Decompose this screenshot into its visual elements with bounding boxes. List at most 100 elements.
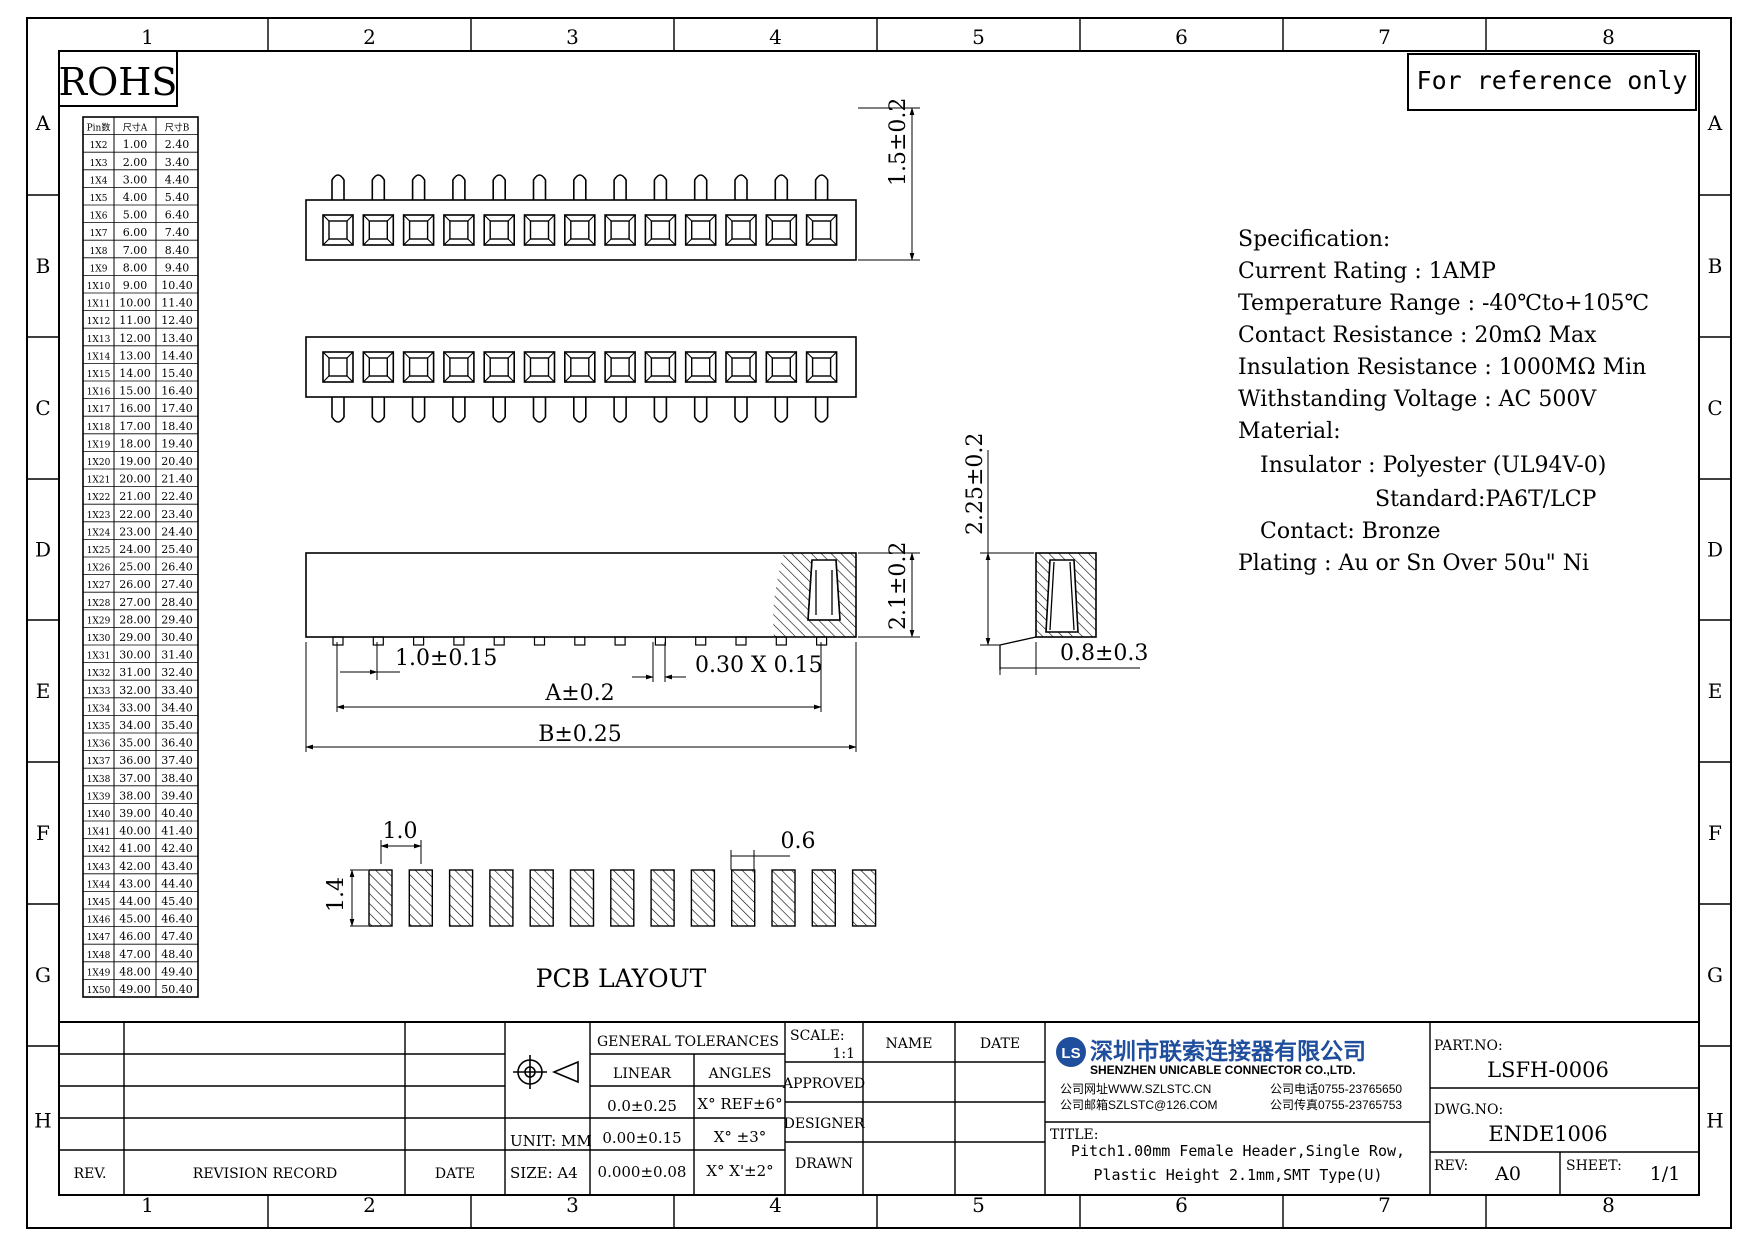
pin [814, 397, 829, 423]
column-label-2-top: 2 [363, 25, 376, 49]
pin [452, 174, 466, 200]
size-table-cell: 12.00 [119, 332, 151, 345]
size-table-cell: 19.00 [119, 455, 151, 468]
size-table-cell: 10.00 [119, 297, 151, 310]
pin [331, 397, 345, 423]
row-label-G-right: G [1707, 963, 1723, 987]
dim-body-height: 2.1±0.2 [886, 542, 911, 630]
contact-cell [563, 214, 596, 246]
sheet-value: 1/1 [1650, 1163, 1681, 1185]
size-table-cell: 50.40 [161, 983, 193, 996]
contact-cell [725, 351, 757, 383]
pin-tab [332, 636, 344, 646]
row-label-D-right: D [1707, 538, 1723, 562]
pin-tab [614, 636, 626, 646]
size-table-cell: 39.00 [119, 807, 151, 820]
size-table-cell: 38.00 [119, 789, 151, 802]
spec-material-heading: Material: [1238, 419, 1341, 444]
title-label: TITLE: [1050, 1127, 1098, 1143]
size-table-cell: 23.00 [119, 525, 151, 538]
pin [734, 174, 748, 200]
size-table-cell: 2.40 [165, 138, 190, 151]
row-label-G-left: G [35, 963, 51, 987]
svg-text:LS: LS [1061, 1045, 1080, 1062]
pin [371, 397, 386, 423]
size-table-cell: 45.00 [119, 913, 151, 926]
size-table-cell: 1X10 [87, 282, 111, 292]
scale-label: SCALE: [790, 1028, 845, 1044]
size-table-cell: 48.00 [119, 965, 151, 978]
column-label-6-bottom: 6 [1175, 1193, 1188, 1217]
size-table-cell: 18.00 [119, 437, 151, 450]
size-table-cell: 1X44 [87, 880, 111, 890]
size-table-cell: 1X13 [87, 335, 111, 345]
contact-cell-inner [328, 357, 348, 377]
size-table-cell: 43.40 [161, 860, 193, 873]
sheet-frame [26, 17, 1732, 1229]
size-table-cell: 6.00 [123, 226, 148, 239]
linear-tolerance-1: 0.0±0.25 [607, 1097, 677, 1115]
size-table-cell: 20.00 [119, 473, 151, 486]
dim-pitch: 1.0±0.15 [395, 646, 497, 671]
contact-cell [362, 351, 395, 383]
size-table-cell: 13.40 [161, 332, 193, 345]
size-table-cell: 25.40 [161, 543, 193, 556]
pin [653, 397, 668, 423]
spec-heading: Specification: [1238, 227, 1390, 252]
contact-cell [765, 351, 798, 383]
size-table-cell: 1X46 [87, 916, 111, 926]
pin [653, 174, 668, 200]
size-table-cell: 20.40 [161, 455, 193, 468]
size-table-cell: 1X21 [87, 476, 111, 486]
contact-cell [402, 214, 435, 246]
pin [573, 397, 587, 423]
pcb-layout [349, 840, 877, 927]
size-table-cell: 1X38 [87, 775, 111, 785]
linear-tolerance-3: 0.000±0.08 [598, 1163, 687, 1181]
size-table-cell: 44.00 [119, 895, 151, 908]
spec-insulator: Insulator : Polyester (UL94V-0) [1260, 453, 1606, 478]
size-table-cell: 1X8 [90, 247, 108, 257]
size-table-cell: 37.40 [161, 754, 193, 767]
part-no-value: LSFH-0006 [1487, 1058, 1609, 1082]
contact-cell [322, 351, 354, 383]
size-table-cell: 34.40 [161, 701, 193, 714]
top-view-pins [331, 174, 829, 200]
size-table-cell: 1X34 [87, 704, 111, 714]
pcb-pad [529, 869, 554, 927]
pin [492, 397, 506, 423]
size-table-cell: 7.00 [123, 244, 148, 257]
size-table-cell: 47.40 [161, 930, 193, 943]
size-table-cell: 5.40 [165, 191, 190, 204]
contact-cell-inner [408, 220, 429, 240]
size-table-cell: 39.40 [161, 789, 193, 802]
pcb-pad [731, 869, 756, 927]
general-tolerances-header: GENERAL TOLERANCES [597, 1034, 779, 1050]
row-label-E-left: E [36, 679, 51, 703]
column-label-5-top: 5 [972, 25, 985, 49]
zone-dividers [27, 18, 1731, 1228]
size-table-cell: 1X29 [87, 616, 111, 626]
pin-tab [453, 636, 465, 646]
size-table-cell: 1X26 [87, 564, 111, 574]
pin-tab [533, 636, 546, 646]
size-table-cell: 17.00 [119, 420, 151, 433]
size-table-cell: 1X43 [87, 863, 111, 873]
spec-current-rating: Current Rating : 1AMP [1238, 259, 1496, 284]
front-view [305, 552, 920, 752]
pcb-pad [569, 869, 595, 927]
dim-pin-size: 0.30 X 0.15 [695, 653, 823, 678]
pin [452, 397, 466, 423]
size-table-cell: 1X28 [87, 599, 111, 609]
size-table-cell: 14.40 [161, 349, 193, 362]
contact-cell [644, 351, 677, 383]
dwg-no-value: ENDE1006 [1488, 1122, 1607, 1146]
size-table-cell: 1X50 [87, 986, 111, 996]
size-table-cell: 1X20 [87, 458, 111, 468]
contact-cell-inner [449, 357, 469, 377]
dim-side-height: 2.25±0.2 [963, 433, 988, 535]
row-label-F-left: F [36, 821, 50, 845]
pcb-pad [489, 869, 514, 927]
pin [331, 174, 345, 200]
size-table-cell: 49.00 [119, 983, 151, 996]
